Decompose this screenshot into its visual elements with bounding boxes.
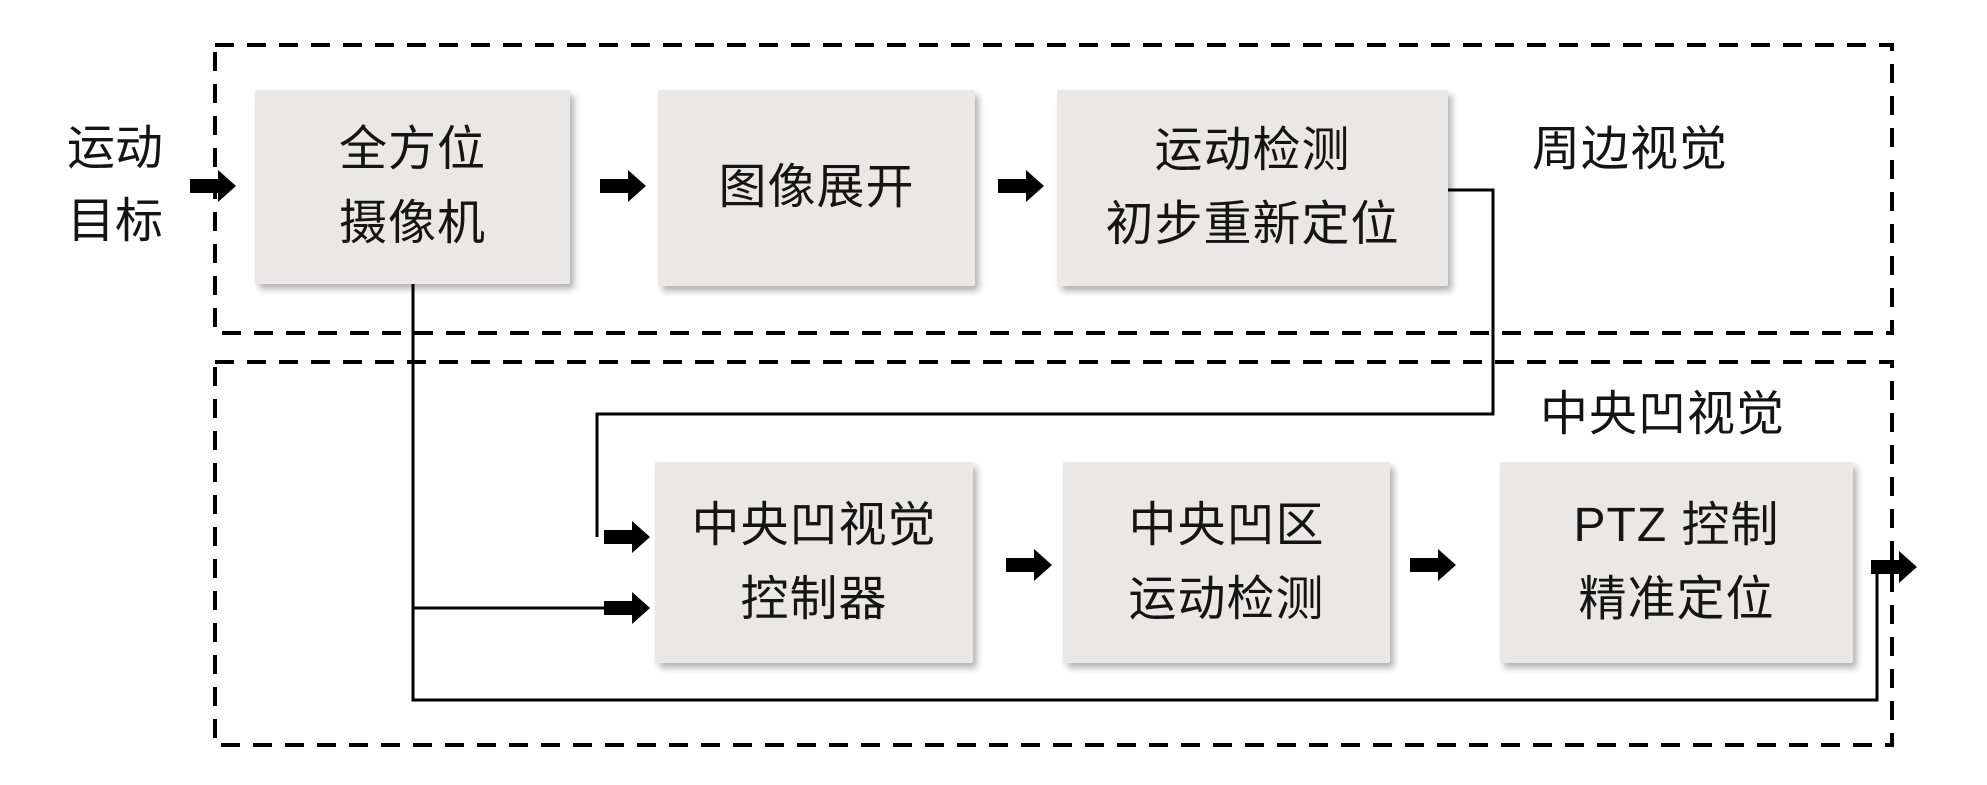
label-moving-target-line1: 运动 (66, 122, 163, 175)
node-label-line: 运动检测 (1128, 572, 1325, 626)
label-moving-target-line2: 目标 (66, 195, 163, 248)
node-label-line: 全方位 (338, 123, 486, 176)
node-image-unwrap: 图像展开 (658, 90, 975, 286)
node-label-line: 精准定位 (1578, 572, 1775, 626)
node-label-line: 控制器 (740, 572, 888, 626)
arrow-detect-to-ptz (1410, 549, 1456, 581)
label-foveal-vision: 中央凹视觉 (1540, 388, 1786, 441)
node-label-line: 图像展开 (718, 161, 915, 214)
arrow-into-omni-camera (190, 170, 236, 202)
node-label-line: 摄像机 (338, 197, 486, 250)
arrow-relocate-into-controller (604, 521, 650, 553)
foveal-vision-dashed-box (213, 360, 1894, 747)
arrow-camera-into-controller (604, 592, 650, 624)
label-peripheral-vision: 周边视觉 (1532, 123, 1729, 176)
node-ptz-control: PTZ 控制 精准定位 (1500, 462, 1853, 663)
node-omni-camera: 全方位 摄像机 (255, 90, 570, 284)
arrow-unwrap-to-detect (998, 170, 1044, 202)
node-label-line: 中央凹区 (1128, 498, 1325, 552)
label-moving-target: 运动 目标 (30, 112, 200, 258)
relocate-to-controller-line (595, 188, 1495, 537)
node-motion-detect-relocate: 运动检测 初步重新定位 (1057, 90, 1448, 286)
node-label-line: 中央凹视觉 (691, 498, 937, 552)
arrow-system-output (1871, 551, 1917, 583)
node-label-line: 运动检测 (1154, 124, 1351, 177)
bottom-feedback-line (411, 567, 1879, 702)
arrow-controller-to-foveal-detect (1006, 549, 1052, 581)
node-label-line: 初步重新定位 (1105, 198, 1400, 251)
node-label-line: PTZ 控制 (1573, 498, 1780, 552)
arrow-camera-to-unwrap (600, 170, 646, 202)
node-foveal-controller: 中央凹视觉 控制器 (655, 462, 973, 663)
node-foveal-motion-detect: 中央凹区 运动检测 (1063, 462, 1390, 663)
